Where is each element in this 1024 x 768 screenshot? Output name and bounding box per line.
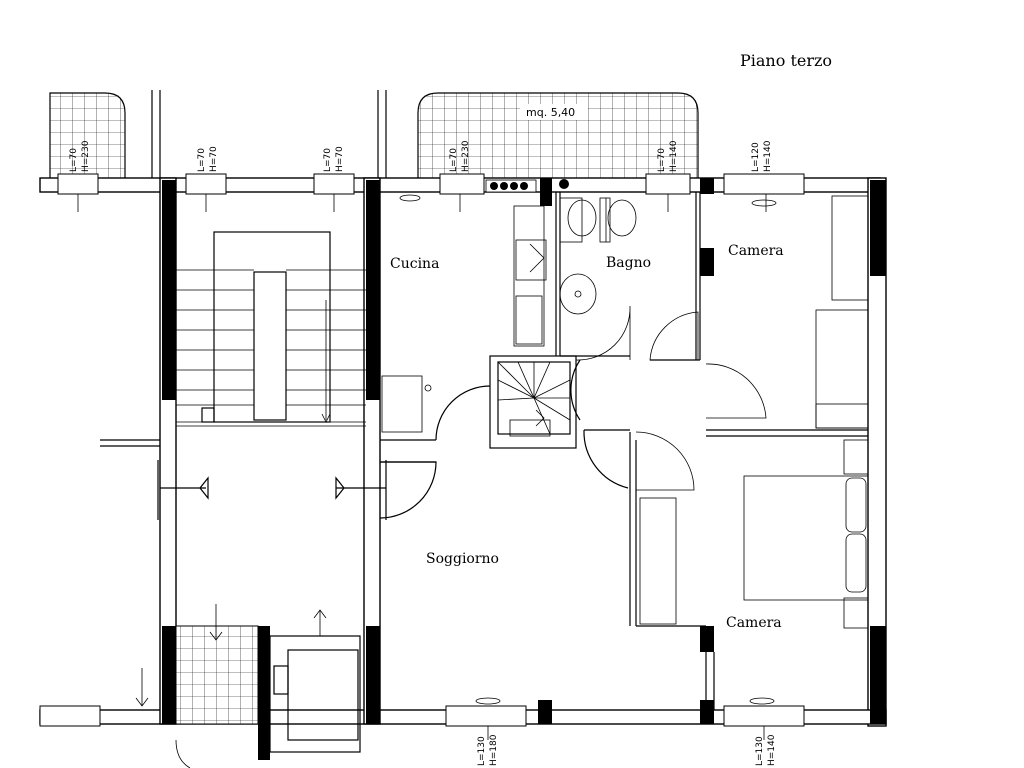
- window-5-height: H=140: [669, 140, 679, 172]
- bedroom-top-furniture: [705, 195, 869, 429]
- window-labels: L=70 H=230 L=70 H=70 L=70 H=70 L=70 H=23…: [69, 140, 777, 766]
- balcony-center: mq. 5,40: [417, 92, 699, 178]
- window-1-height: H=230: [81, 140, 91, 172]
- window-2-width: L=70: [197, 148, 207, 172]
- bedroom-bottom-furniture: [635, 431, 869, 629]
- window-6-width: L=120: [751, 142, 761, 172]
- pillars: [162, 178, 886, 760]
- kitchen-fixtures: [381, 179, 569, 433]
- elevator: [135, 604, 361, 768]
- stove-burners: [485, 179, 569, 193]
- window-8-height: H=140: [767, 734, 777, 766]
- soggiorno-doors: [435, 359, 630, 489]
- interior-walls: [380, 192, 868, 710]
- bathroom-fixtures: [559, 197, 699, 361]
- windows-top: [57, 173, 805, 212]
- balcony-area-label: mq. 5,40: [526, 106, 575, 119]
- window-6-height: H=140: [763, 140, 773, 172]
- room-label-bagno: Bagno: [606, 255, 651, 271]
- window-3-width: L=70: [323, 148, 333, 172]
- room-label-soggiorno: Soggiorno: [426, 551, 499, 567]
- window-7-width: L=130: [477, 736, 487, 766]
- window-5-width: L=70: [657, 148, 667, 172]
- spiral-stair: [489, 355, 577, 449]
- window-2-height: H=70: [209, 146, 219, 172]
- room-label-camera-top: Camera: [728, 243, 784, 259]
- window-7-height: H=180: [489, 734, 499, 766]
- landing-doors: [100, 439, 437, 520]
- window-1-width: L=70: [69, 148, 79, 172]
- stairwell: [176, 231, 366, 427]
- window-4-width: L=70: [449, 148, 459, 172]
- room-label-camera-bottom: Camera: [726, 615, 782, 631]
- window-3-height: H=70: [335, 146, 345, 172]
- window-8-width: L=130: [755, 736, 765, 766]
- plan-title: Piano terzo: [740, 51, 832, 70]
- window-4-height: H=230: [461, 140, 471, 172]
- room-label-cucina: Cucina: [390, 256, 439, 272]
- windows-bottom: [39, 697, 805, 740]
- balcony-left: [49, 92, 126, 178]
